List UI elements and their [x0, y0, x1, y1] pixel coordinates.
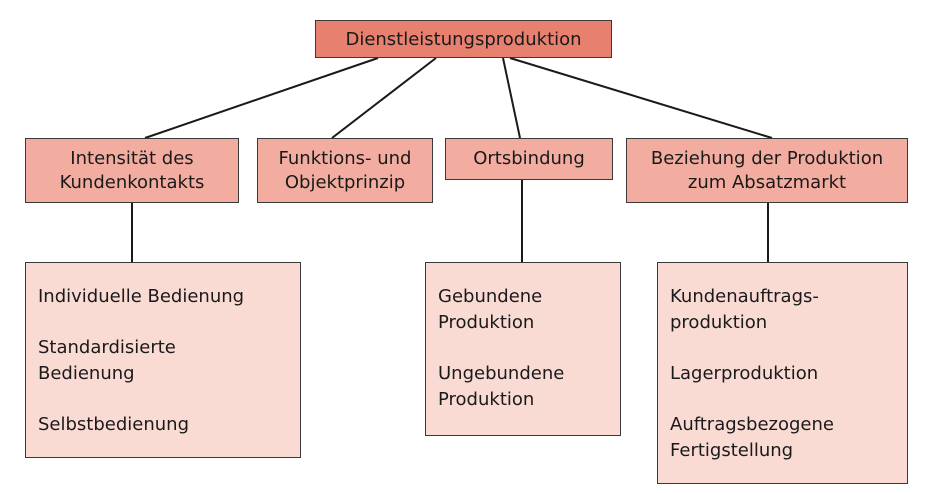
category-label-kundenkontakt: Intensität des Kundenkontakts: [59, 147, 205, 193]
list-item: Auftragsbezogene Fertigstellung: [670, 414, 834, 461]
list-item: Gebundene Produktion: [438, 286, 543, 333]
category-node-funktionsprinzip: Funktions- und Objektprinzip: [257, 138, 433, 203]
root-node-label: Dienstleistungsproduktion: [345, 28, 582, 50]
list-box-ortsbindung: Gebundene Produktion Ungebundene Produkt…: [425, 262, 621, 436]
category-node-absatzmarkt: Beziehung der Produktion zum Absatzmarkt: [626, 138, 908, 203]
list-box-kundenkontakt: Individuelle Bedienung Standardisierte B…: [25, 262, 301, 458]
connector-root-to-funktionsprinzip: [331, 57, 437, 139]
connector-root-to-ortsbindung: [502, 57, 521, 139]
category-node-kundenkontakt: Intensität des Kundenkontakts: [25, 138, 239, 203]
category-label-funktionsprinzip: Funktions- und Objektprinzip: [278, 147, 412, 193]
category-node-ortsbindung: Ortsbindung: [445, 138, 613, 180]
category-label-ortsbindung: Ortsbindung: [473, 148, 585, 169]
connector-root-to-absatzmarkt: [509, 57, 773, 139]
list-item: Standardisierte Bedienung: [38, 337, 176, 384]
list-item: Selbstbedienung: [38, 414, 190, 435]
list-item: Ungebundene Produktion: [438, 363, 565, 410]
list-box-absatzmarkt: Kundenauftrags- produktion Lagerprodukti…: [657, 262, 908, 484]
root-node: Dienstleistungsproduktion: [315, 20, 612, 58]
list-item: Lagerproduktion: [670, 363, 819, 384]
list-item: Kundenauftrags- produktion: [670, 286, 819, 333]
category-label-absatzmarkt: Beziehung der Produktion zum Absatzmarkt: [650, 147, 884, 193]
connector-root-to-kundenkontakt: [144, 57, 379, 139]
list-item: Individuelle Bedienung: [38, 286, 245, 307]
